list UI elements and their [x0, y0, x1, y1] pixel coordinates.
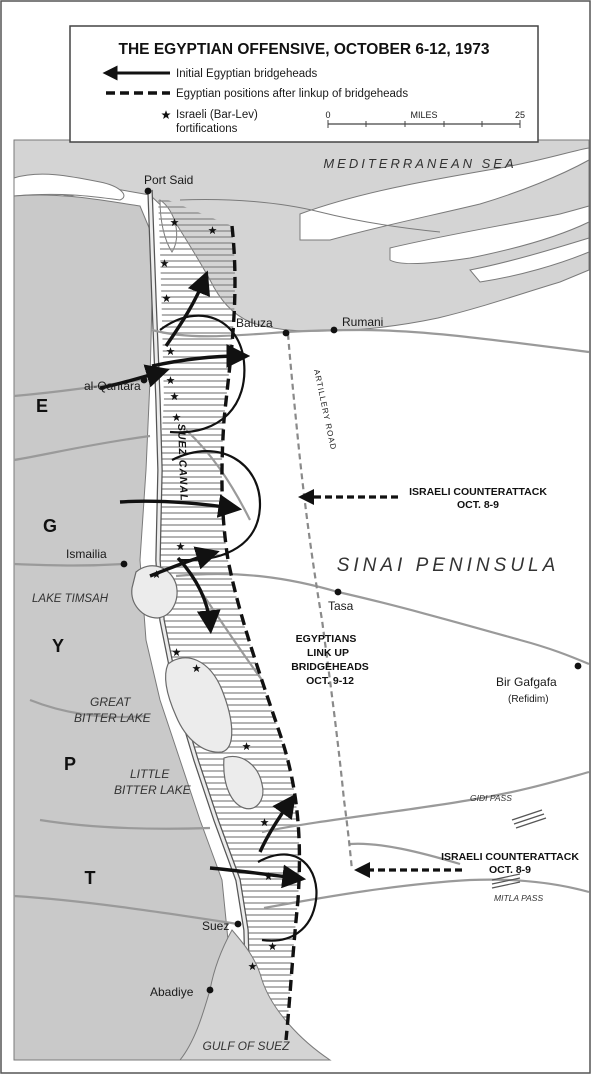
city-dot-ismailia — [120, 560, 128, 568]
counterattack-north-line2: OCT. 8-9 — [457, 499, 499, 511]
great-bitter-lake-label-1: GREAT — [90, 695, 132, 709]
egyptian-arrow-3 — [99, 364, 170, 390]
city-label-ismailia: Ismailia — [66, 547, 107, 561]
gidi-pass-label: GIDI PASS — [470, 793, 512, 803]
gidi-pass-marker — [511, 809, 547, 829]
linkup-line4: OCT. 9-12 — [306, 675, 354, 687]
artillery-road — [286, 333, 354, 871]
linkup-line3: BRIDGEHEADS — [291, 661, 369, 673]
linkup-line1: EGYPTIANS — [296, 633, 357, 645]
legend-item-bridgeheads: Initial Egyptian bridgeheads — [176, 68, 318, 80]
counterattack-south-line2: OCT. 8-9 — [489, 864, 531, 876]
city-label-port-said: Port Said — [144, 173, 193, 187]
suez-canal-label: SUEZ CANAL — [175, 424, 190, 502]
city-dot-port-said — [144, 187, 152, 195]
egyptian-arrow-8 — [209, 864, 307, 889]
egyptian-arrow-7 — [258, 793, 296, 853]
coastline — [179, 199, 441, 233]
legend-title: THE EGYPTIAN OFFENSIVE, OCTOBER 6-12, 19… — [119, 41, 490, 58]
little-bitter-lake-label-1: LITTLE — [130, 767, 170, 781]
scale-unit: MILES — [410, 110, 437, 120]
great-bitter-lake-label-2: BITTER LAKE — [74, 711, 152, 725]
egyptian-arrow-2 — [151, 344, 251, 368]
counterattack-north-line1: ISRAELI COUNTERATTACK — [409, 486, 547, 498]
city-label-bir-gafgafa: Bir Gafgafa — [496, 675, 557, 689]
linkup-line2: LINK UP — [307, 647, 349, 659]
egypt-letter-2: G — [43, 516, 57, 536]
egyptian-arrow-1 — [164, 270, 210, 347]
city-label-abadiye: Abadiye — [150, 985, 194, 999]
city-dot-baluza — [282, 329, 290, 337]
sinai-peninsula-label: SINAI PENINSULA — [337, 555, 560, 576]
counterattack-south-line1: ISRAELI COUNTERATTACK — [441, 851, 579, 863]
road-network — [13, 328, 590, 926]
city-dot-abadiye — [206, 986, 214, 994]
city-label-refidim: (Refidim) — [508, 694, 549, 705]
gulf-of-suez-label: GULF OF SUEZ — [203, 1039, 291, 1053]
city-dot-rumani — [330, 326, 338, 334]
city-dot-suez — [234, 920, 242, 928]
city-label-al-qantara: al-Qantara — [84, 379, 141, 393]
city-label-baluza: Baluza — [236, 316, 273, 330]
mitla-pass-marker — [491, 873, 521, 889]
city-dot-al-qantara — [140, 376, 148, 384]
egypt-letter-3: Y — [52, 636, 64, 656]
city-label-rumani: Rumani — [342, 315, 383, 329]
little-bitter-lake-label-2: BITTER LAKE — [114, 783, 192, 797]
city-label-tasa: Tasa — [328, 599, 354, 613]
scale-bar: 0 MILES 25 — [325, 110, 525, 128]
egypt-letter-5: T — [85, 868, 96, 888]
bridgehead-arc-south — [257, 853, 318, 942]
mediterranean-sea-label: MEDITERRANEAN SEA — [323, 156, 516, 171]
bridgehead-zone — [158, 196, 300, 1040]
egypt-letter-4: P — [64, 754, 76, 774]
egypt-land — [13, 194, 231, 1061]
little-bitter-lake-water — [223, 755, 264, 810]
great-bitter-lake-water — [164, 657, 233, 753]
mitla-pass-label: MITLA PASS — [494, 893, 543, 903]
city-dot-tasa — [334, 588, 342, 596]
scale-end: 25 — [515, 110, 525, 120]
legend-box — [69, 25, 539, 143]
legend: THE EGYPTIAN OFFENSIVE, OCTOBER 6-12, 19… — [69, 25, 539, 143]
city-dots — [120, 187, 582, 994]
legend-item-fort-line1: Israeli (Bar-Lev) — [176, 109, 258, 121]
city-dot-bir-gafgafa — [574, 662, 582, 670]
egyptian-arrow-4 — [119, 494, 243, 518]
lake-timsah-water — [131, 565, 178, 619]
scale-start: 0 — [325, 110, 330, 120]
legend-item-fort-line2: fortifications — [176, 123, 238, 135]
egyptian-linkup-line — [220, 225, 302, 1041]
city-label-suez: Suez — [202, 919, 229, 933]
egypt-letter-1: E — [36, 396, 48, 416]
lake-timsah-label: LAKE TIMSAH — [32, 593, 109, 605]
gulf-of-suez-water — [178, 929, 332, 1061]
legend-item-linkup: Egyptian positions after linkup of bridg… — [176, 88, 408, 100]
